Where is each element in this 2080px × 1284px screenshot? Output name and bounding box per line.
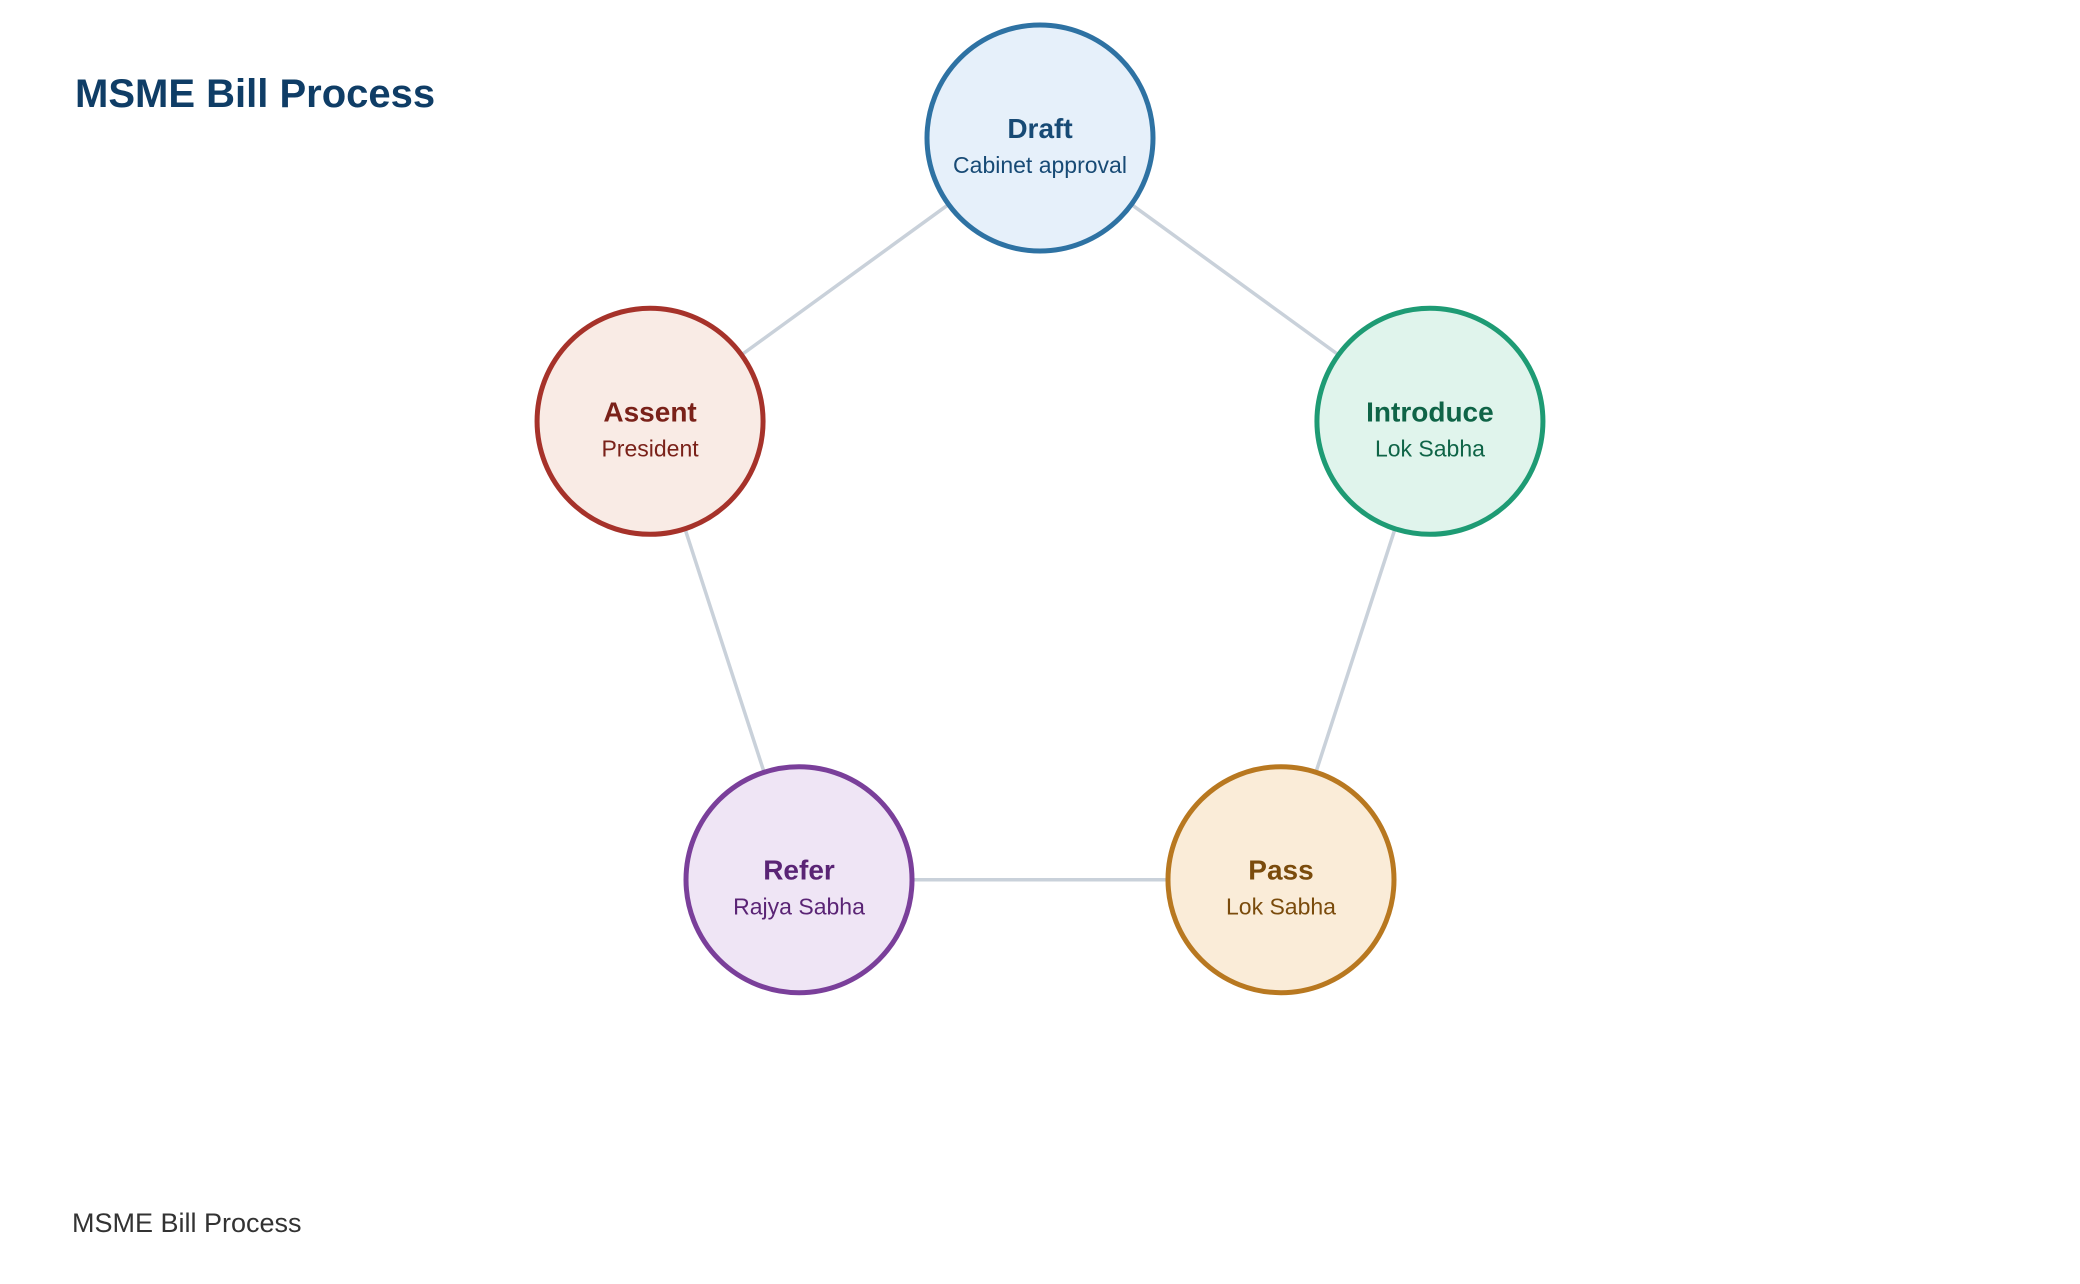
stage-sublabel-pass: Lok Sabha — [1226, 894, 1336, 920]
stage-circle-introduce — [1314, 305, 1546, 537]
connector-draft-introduce — [1130, 203, 1340, 357]
stage-circle-assent — [534, 305, 766, 537]
stage-circle-pass — [1165, 764, 1397, 996]
connector-assent-draft — [740, 203, 950, 357]
stage-label-pass: Pass — [1248, 855, 1313, 886]
stage-sublabel-assent: President — [601, 435, 699, 461]
stage-label-assent: Assent — [603, 396, 696, 427]
stage-circle-draft — [924, 22, 1156, 254]
stage-sublabel-introduce: Lok Sabha — [1375, 435, 1485, 461]
stage-label-draft: Draft — [1007, 113, 1072, 144]
footer-caption: MSME Bill Process — [72, 1208, 302, 1238]
stage-label-refer: Refer — [763, 855, 835, 886]
stage-sublabel-refer: Rajya Sabha — [733, 894, 865, 920]
connector-refer-assent — [683, 528, 766, 773]
stage-sublabel-draft: Cabinet approval — [953, 152, 1127, 178]
connector-introduce-pass — [1314, 528, 1397, 773]
stage-circle-refer — [683, 764, 915, 996]
page-title: MSME Bill Process — [75, 72, 436, 116]
stage-label-introduce: Introduce — [1366, 396, 1494, 427]
connectors — [683, 203, 1397, 882]
